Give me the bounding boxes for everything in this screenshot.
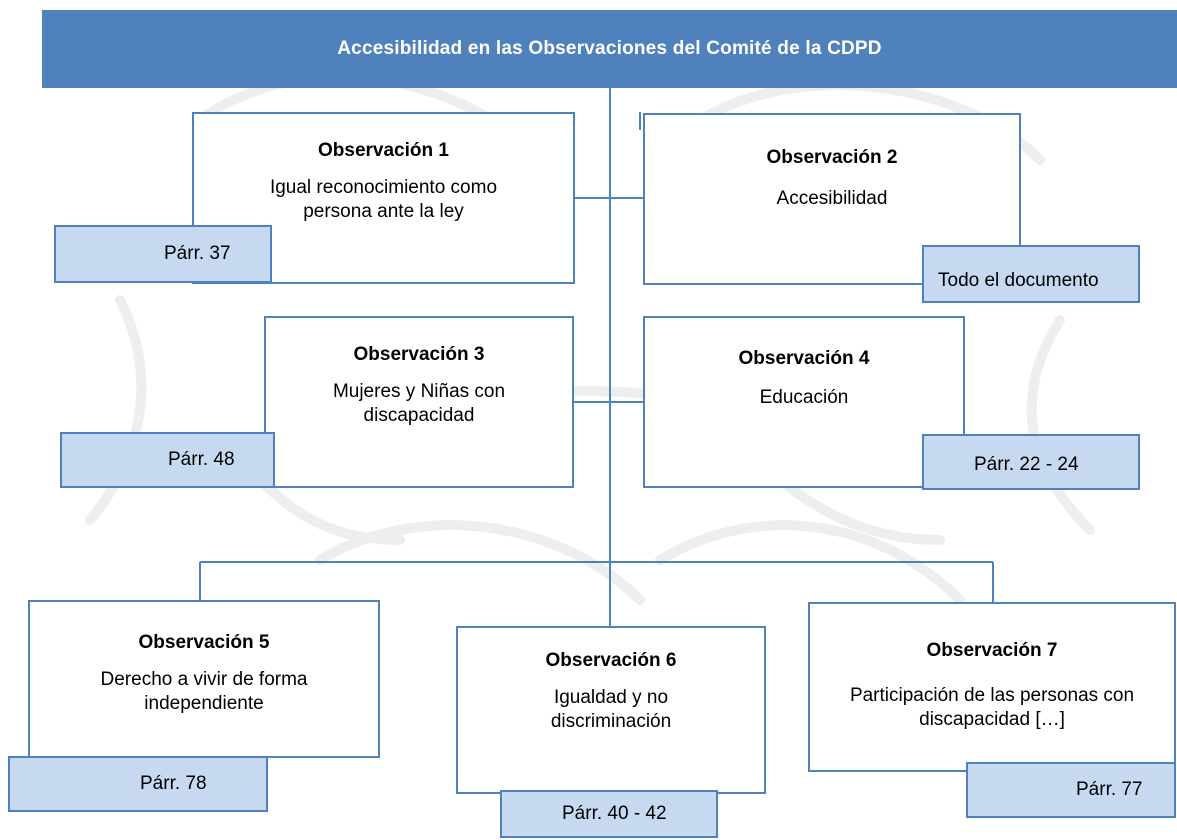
observation-5-box: Observación 5 Derecho a vivir de forma i… — [28, 600, 380, 758]
observation-1-desc: Igual reconocimiento como persona ante l… — [269, 177, 498, 222]
observation-3-box: Observación 3 Mujeres y Niñas con discap… — [264, 316, 574, 488]
chart-header: Accesibilidad en las Observaciones del C… — [42, 10, 1177, 88]
observation-5-desc: Derecho a vivir de forma independiente — [100, 669, 308, 714]
observation-3-desc: Mujeres y Niñas con discapacidad — [332, 381, 506, 426]
observation-7-box: Observación 7 Participación de las perso… — [808, 602, 1176, 772]
chart-title: Accesibilidad en las Observaciones del C… — [337, 38, 882, 59]
observation-4-desc: Educación — [759, 387, 849, 408]
observation-5-ref: Párr. 78 — [8, 756, 268, 812]
observation-7-ref-label: Párr. 77 — [1076, 779, 1143, 800]
observation-4-title: Observación 4 — [738, 348, 870, 369]
observation-5-title: Observación 5 — [138, 632, 270, 653]
observation-4-box: Observación 4 Educación — [643, 316, 965, 488]
observation-1-ref-label: Párr. 37 — [164, 243, 231, 264]
observation-2-ref: Todo el documento — [922, 245, 1140, 303]
observation-6-title: Observación 6 — [545, 650, 677, 671]
observation-4-ref: Párr. 22 - 24 — [922, 434, 1140, 490]
observation-3-ref-label: Párr. 48 — [168, 449, 235, 470]
observation-3-ref: Párr. 48 — [60, 432, 275, 488]
observation-2-title: Observación 2 — [766, 147, 898, 168]
observation-4-ref-label: Párr. 22 - 24 — [974, 454, 1079, 475]
observation-6-ref-label: Párr. 40 - 42 — [562, 803, 667, 824]
observation-7-ref: Párr. 77 — [966, 762, 1176, 818]
observation-7-title: Observación 7 — [926, 640, 1058, 661]
observation-3-title: Observación 3 — [353, 344, 485, 365]
observation-6-box: Observación 6 Igualdad y no discriminaci… — [456, 626, 766, 794]
observation-1-ref: Párr. 37 — [54, 225, 272, 283]
observation-6-ref: Párr. 40 - 42 — [500, 790, 718, 838]
observation-5-ref-label: Párr. 78 — [140, 773, 207, 794]
observation-7-desc: Participación de las personas con discap… — [849, 685, 1135, 730]
observation-6-desc: Igualdad y no discriminación — [550, 687, 672, 732]
observation-1-title: Observación 1 — [318, 140, 449, 161]
observation-2-desc: Accesibilidad — [776, 188, 888, 209]
observation-2-ref-label: Todo el documento — [938, 270, 1099, 291]
